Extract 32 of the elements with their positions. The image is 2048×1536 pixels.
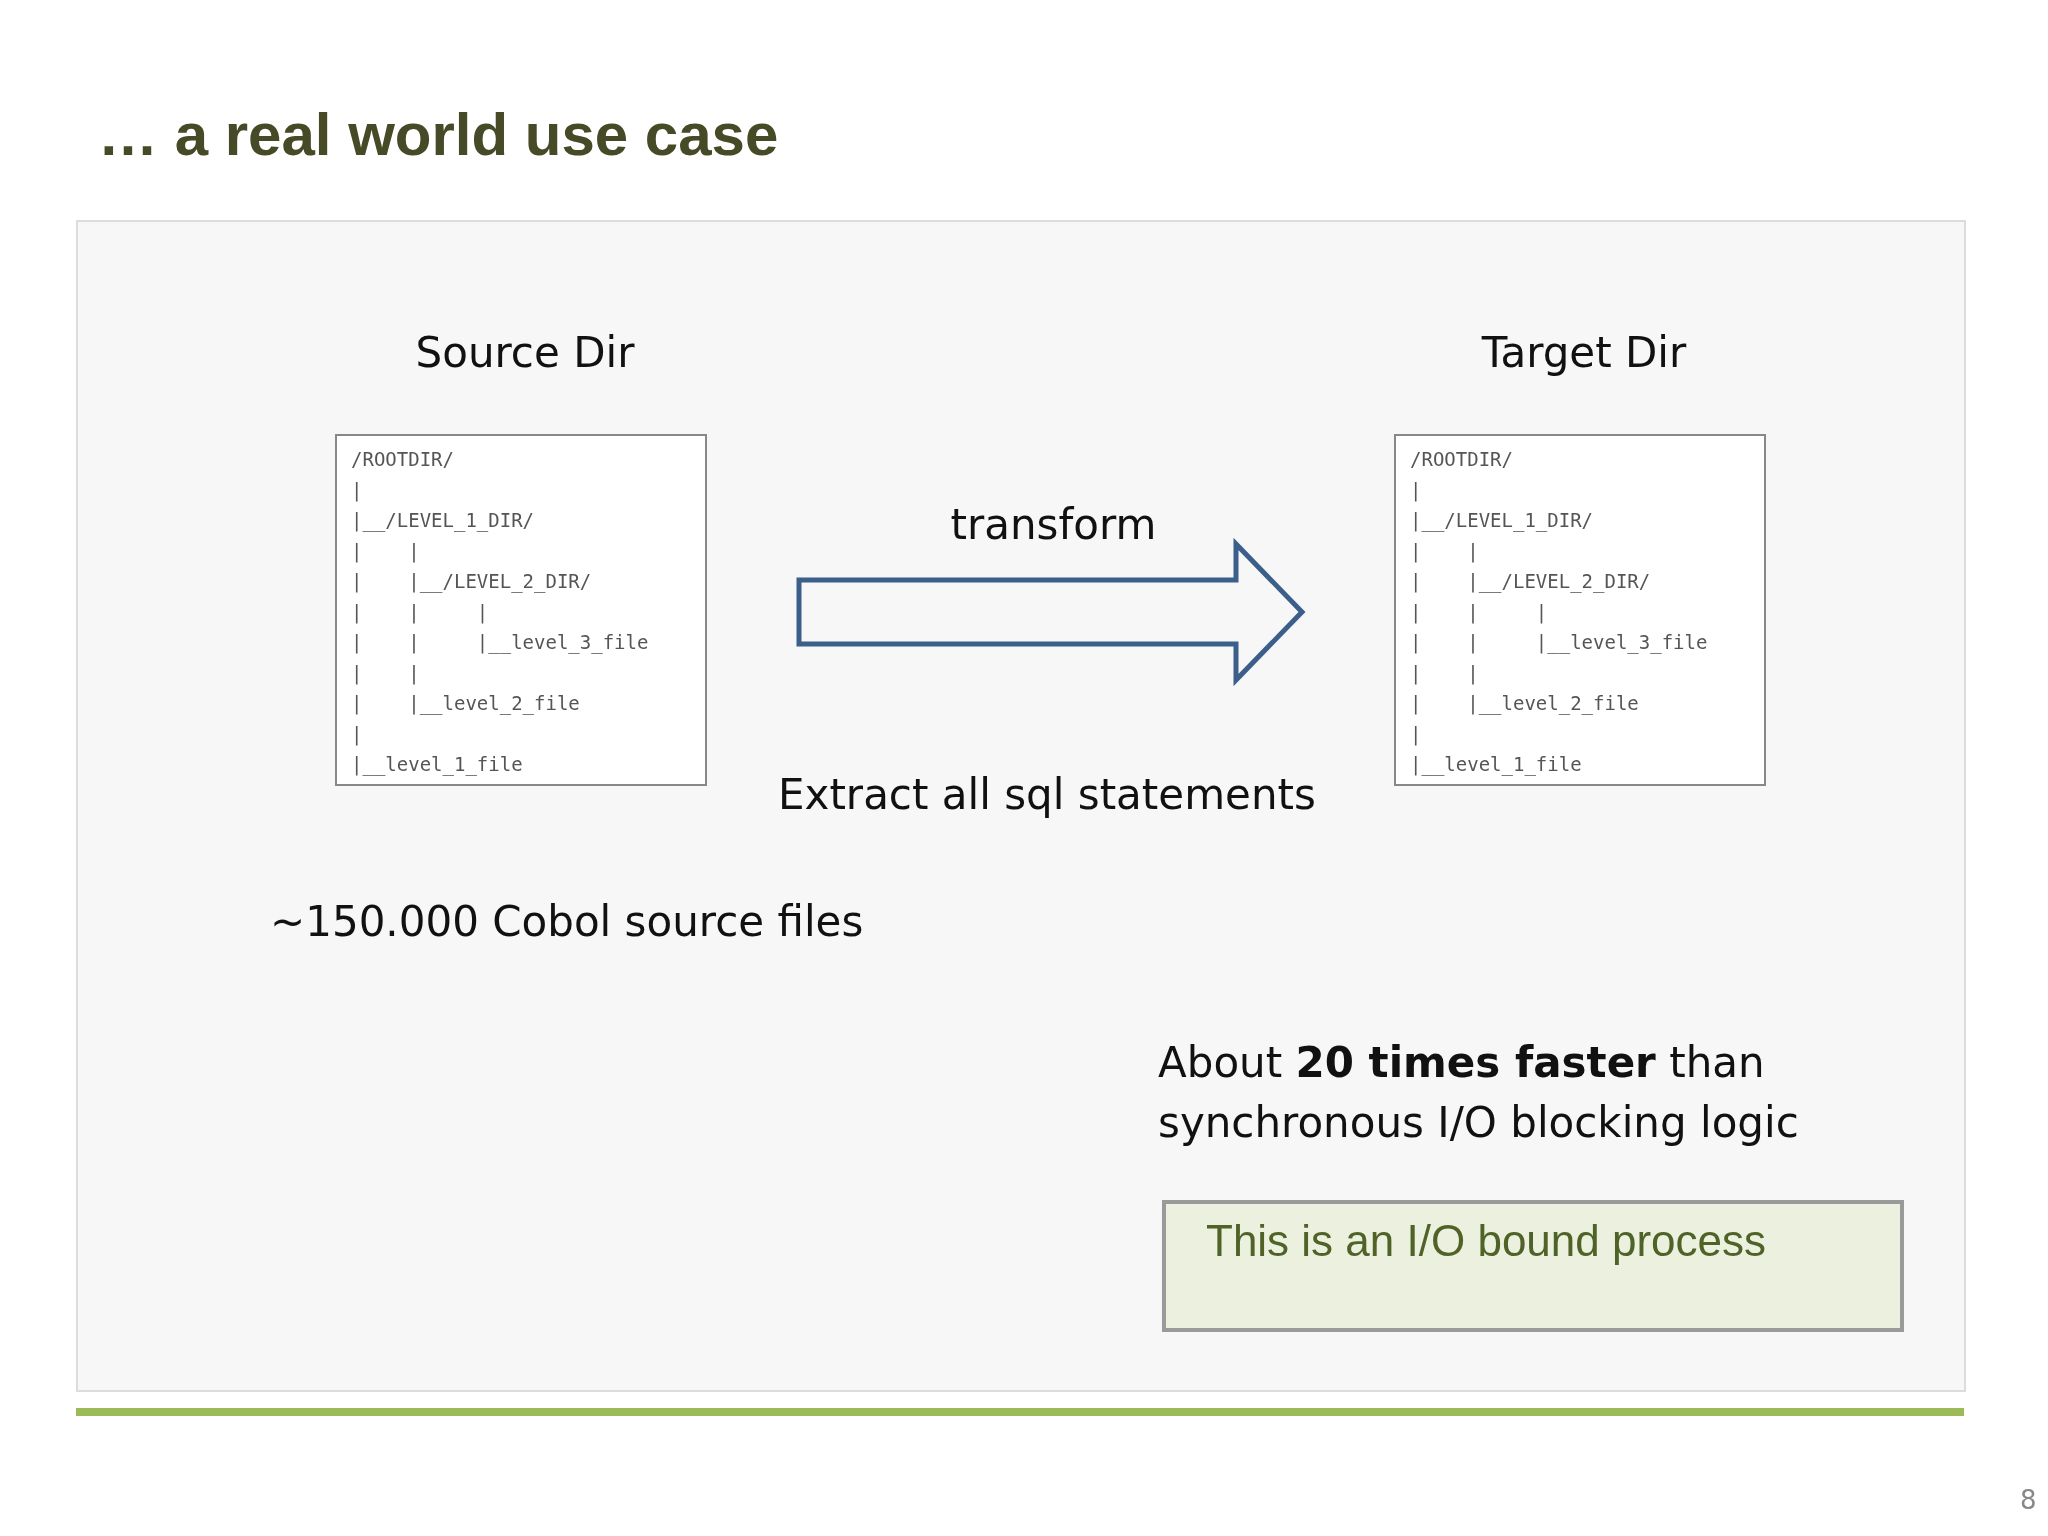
tree-line: | | [351, 660, 421, 687]
tree-line: | |__/LEVEL_2_DIR/ [1410, 569, 1652, 595]
tree-line: | |__/LEVEL_2_DIR/ [351, 569, 593, 595]
note-text: About 20 times faster than synchronous I/O blocking logic [1158, 1037, 1800, 1149]
tree-line: | [1410, 721, 1423, 748]
note-box: This is an I/O bound process [1162, 1200, 1904, 1332]
tree-line: /ROOTDIR/ [351, 447, 455, 472]
dir-heading: Target Dir [1480, 328, 1688, 377]
block-arrow [796, 537, 1306, 687]
tree-line: | |__level_2_file [351, 691, 581, 717]
tree-line: | | [1410, 660, 1480, 687]
tree-line: | [351, 721, 364, 748]
tree-line: | | |__level_3_file [1410, 630, 1709, 656]
tree-line: | | [1410, 538, 1480, 565]
tree-line: | [1410, 477, 1423, 504]
tree-line: | | |__level_3_file [351, 630, 650, 656]
dir-heading: Source Dir [414, 328, 636, 377]
tree-line: |__level_1_file [351, 752, 524, 778]
edge-label: transform [950, 500, 1151, 549]
tree-line: | |__level_2_file [1410, 691, 1640, 717]
page-number: 8 [2020, 1485, 2037, 1515]
caption-text: Extract all sql statements [778, 770, 1316, 819]
slide-title: … a real world use case [98, 100, 779, 169]
tree-line: | [351, 477, 364, 504]
tree-line: | | | [351, 599, 490, 626]
note-text: ~150.000 Cobol source files [270, 897, 864, 946]
tree-line: /ROOTDIR/ [1410, 447, 1514, 472]
tree-line: |__/LEVEL_1_DIR/ [351, 508, 536, 534]
tree-line: |__level_1_file [1410, 752, 1583, 778]
tree-line: | | | [1410, 599, 1549, 626]
tree-line: | | [351, 538, 421, 565]
tree-line: |__/LEVEL_1_DIR/ [1410, 508, 1595, 534]
